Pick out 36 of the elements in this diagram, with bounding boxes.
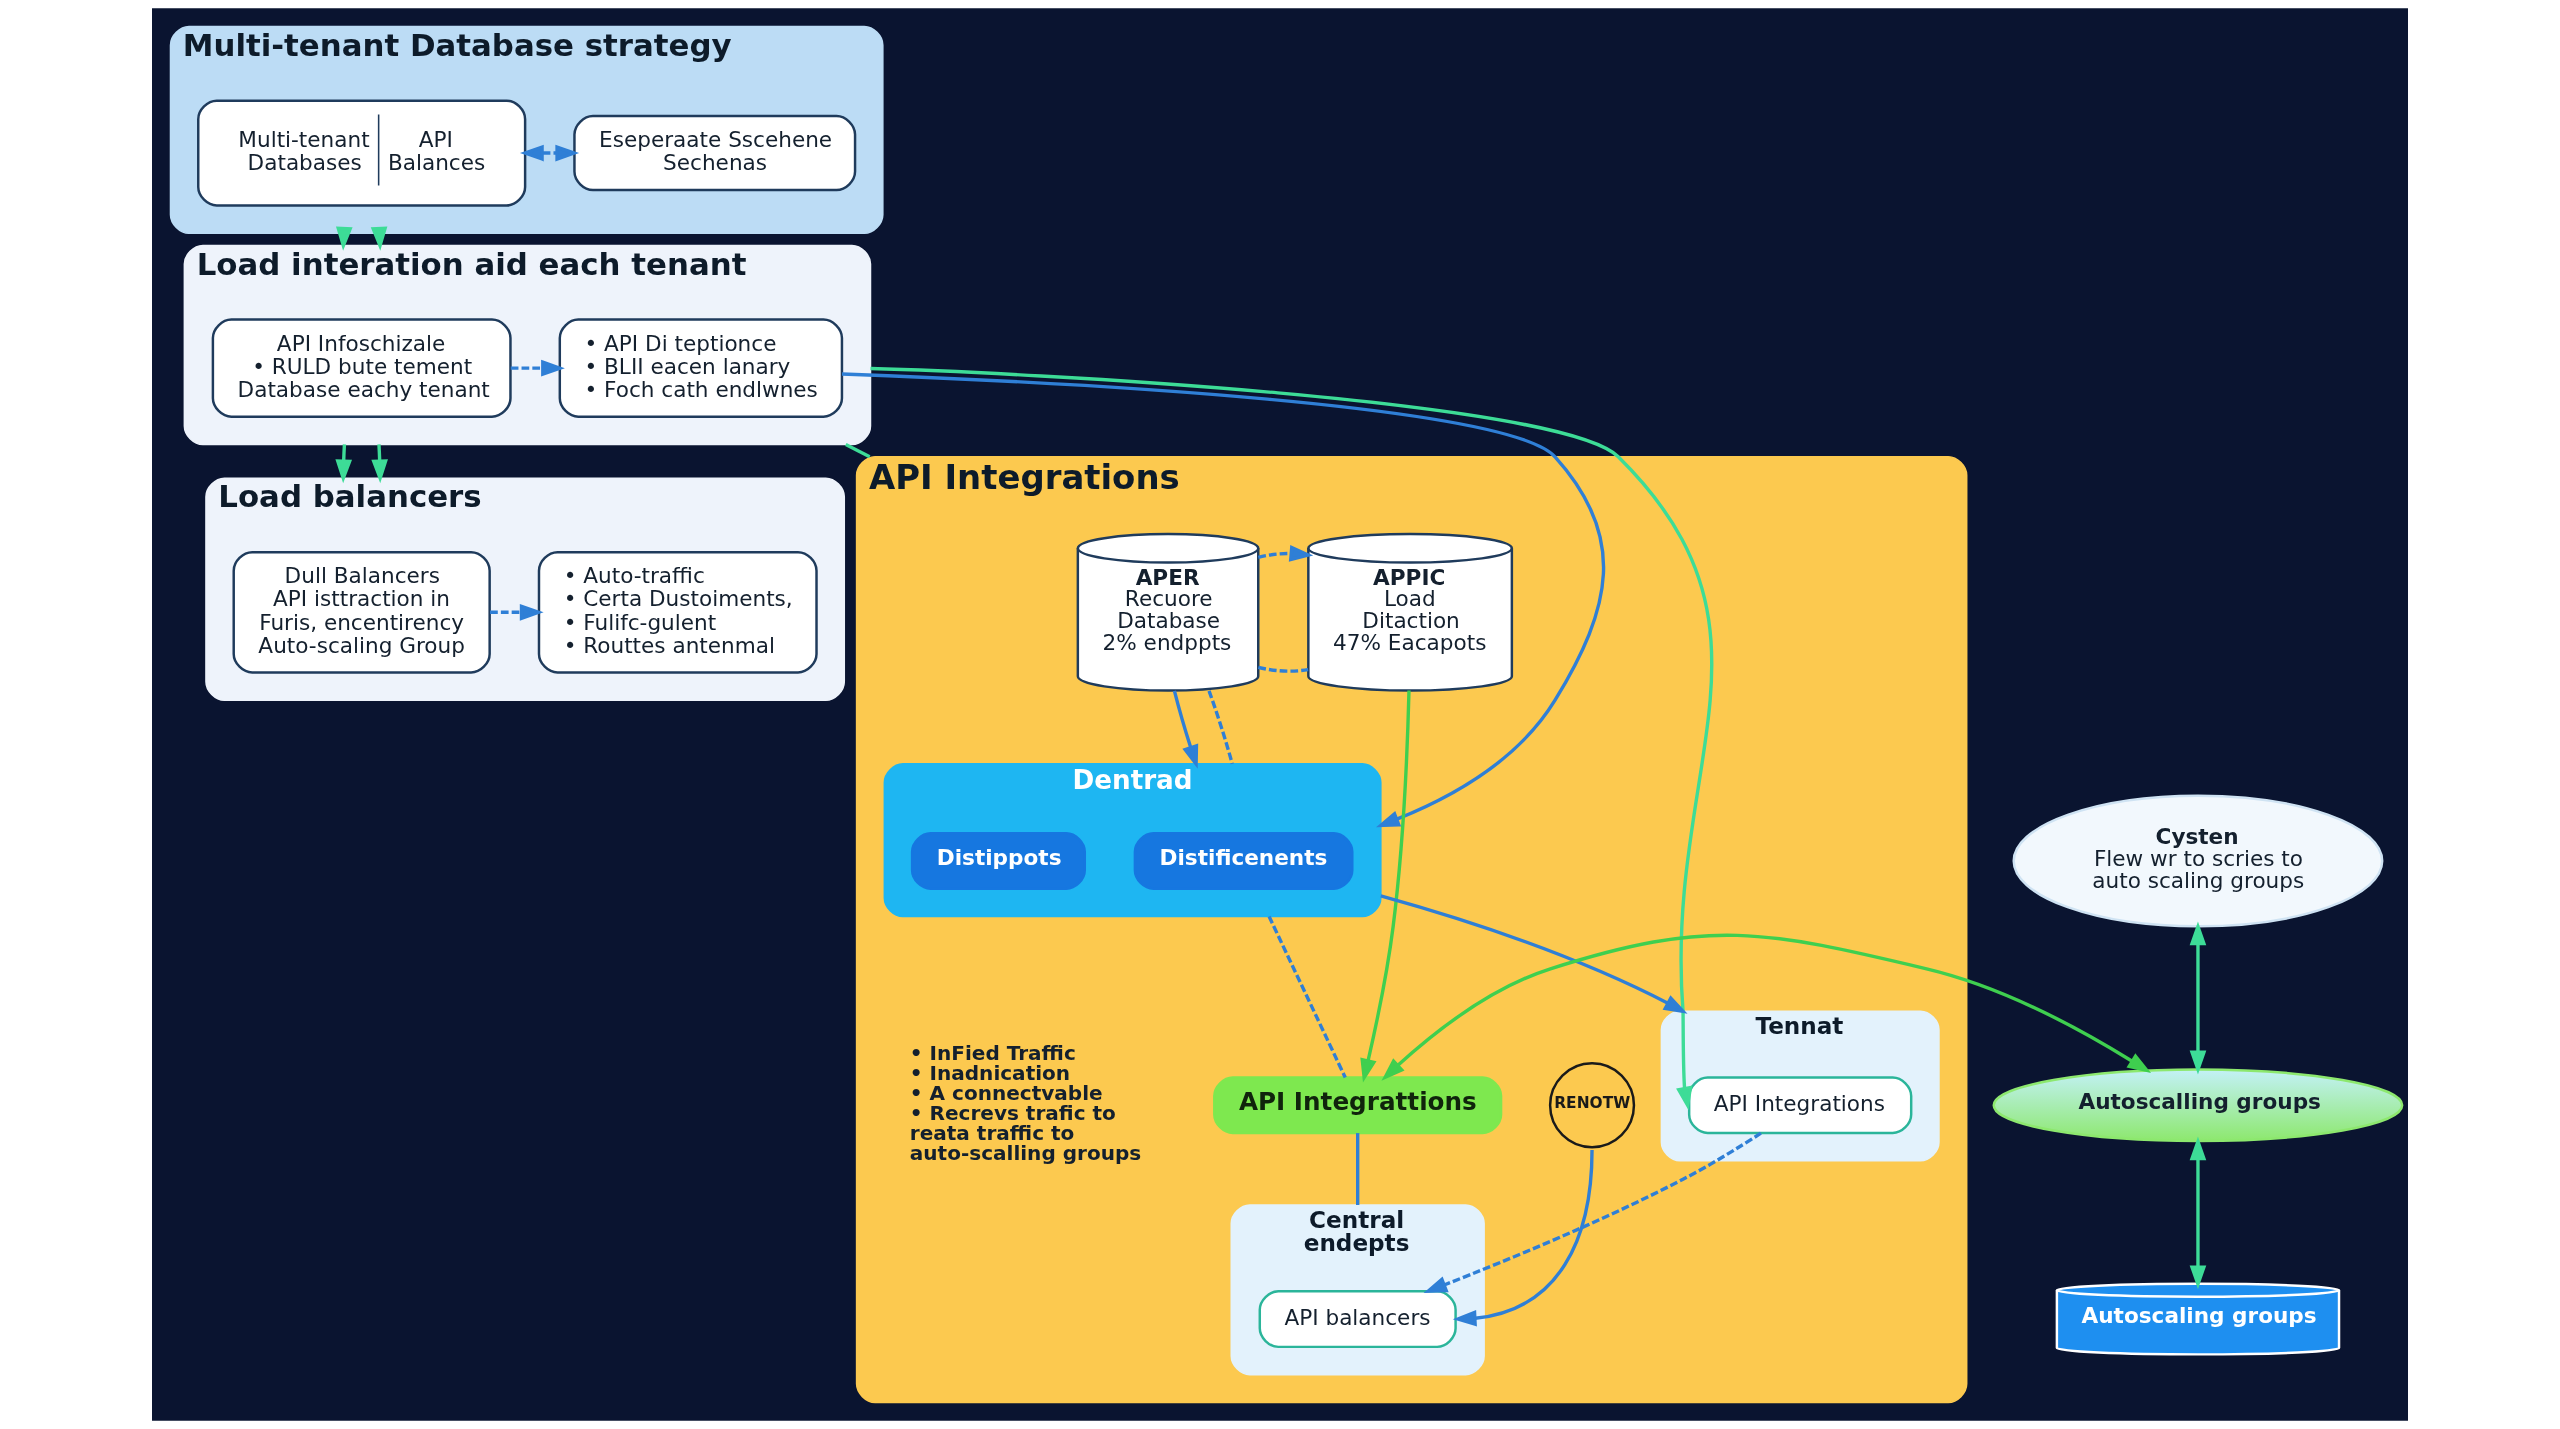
arrow (510, 359, 565, 377)
node-box: • API Di teptionce • BLII eacen lanary • Foch cath endlwnes (558, 318, 844, 418)
connector (1356, 1133, 1360, 1205)
connector (1207, 690, 1234, 765)
node-box: API Infoschizale • RULD bute tement Database eachy tenant (211, 318, 512, 418)
node-box: API Integrations (1687, 1076, 1913, 1135)
node-circle: RENOTW (1548, 1062, 1636, 1149)
node-ellipse: Autoscalling groups (1992, 1068, 2404, 1143)
arrow (370, 226, 388, 251)
arrow (490, 604, 544, 621)
arrow (870, 366, 1714, 1111)
arrow (519, 144, 580, 162)
arrow (2189, 1136, 2207, 1290)
connector (845, 442, 871, 459)
node-ellipse: Cysten Flew wr to scries to auto scaling groups (2012, 794, 2384, 928)
node-box: Multi-tenant Databases API Balances (197, 99, 527, 207)
node-box: API Integrattions (1213, 1076, 1503, 1135)
arrow (335, 444, 353, 484)
node-box: Distificenents (1133, 832, 1354, 890)
connector (1257, 665, 1309, 673)
node-box: • Auto-traffic • Certa Dustoiments, • Fulifc-gulent • Routtes antenmal (537, 550, 818, 674)
node-box: Dull Balancers API isttraction in Furis, encentirency Auto-scaling Group (232, 550, 491, 674)
arrow (335, 226, 353, 251)
arrow (1381, 933, 2152, 1081)
node-box: API balancers (1258, 1290, 1457, 1349)
arrow (1172, 690, 1199, 769)
connector (1267, 915, 1347, 1079)
arrow (1452, 1149, 1594, 1327)
arrow (1257, 545, 1314, 562)
arrow (1360, 690, 1411, 1083)
arrow (1380, 894, 1688, 1014)
arrow (2189, 921, 2207, 1075)
node-box: Distippots (910, 832, 1087, 890)
node-box: Eseperaate Sscehene Sechenas (573, 114, 857, 192)
arrow (371, 444, 388, 484)
arrow (841, 372, 1606, 828)
